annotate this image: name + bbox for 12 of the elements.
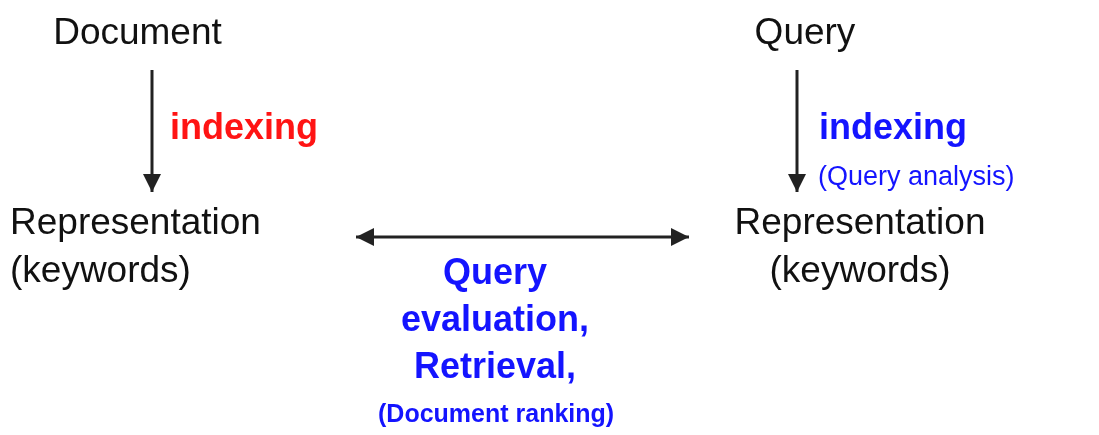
edge-label: indexing [170,106,318,148]
node-text: Document [30,8,245,56]
arrow [143,70,161,192]
annotation-text: Query evaluation, Retrieval, [399,250,591,388]
annotation-text: (Query analysis) [818,160,1015,193]
arrow [788,70,806,192]
node-text: Query [735,8,875,56]
annotation-text: (Document ranking) [378,398,615,428]
edge-label: indexing [819,106,967,148]
node-text: Representation (keywords) [10,198,320,294]
arrow [356,228,689,246]
node-text: Representation (keywords) [705,198,1015,294]
